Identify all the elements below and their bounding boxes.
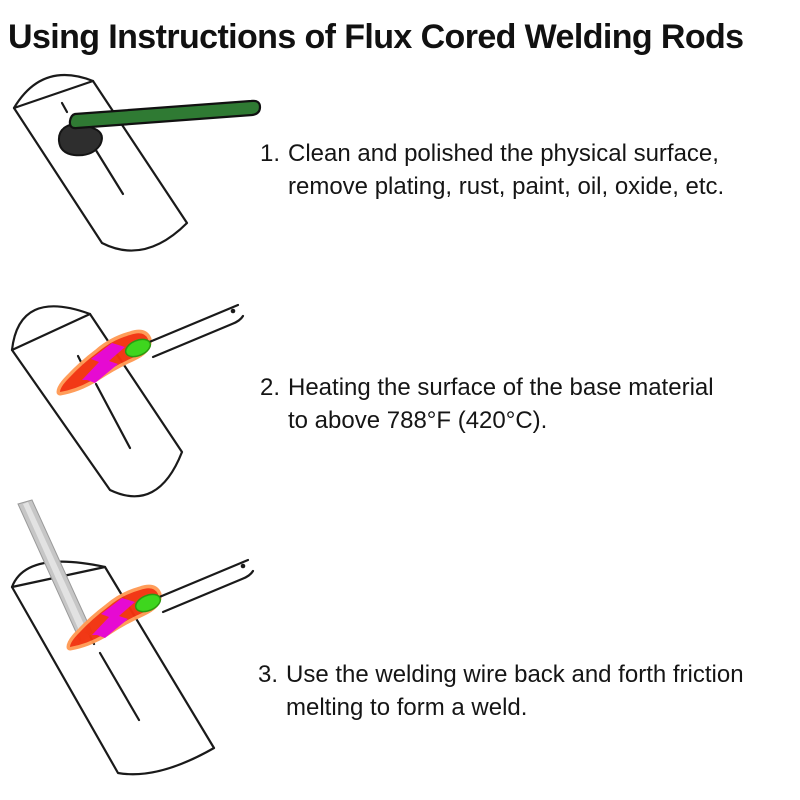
step-2-line-1: Heating the surface of the base material bbox=[288, 374, 714, 401]
step-1-line-1: Clean and polished the physical surface, bbox=[288, 140, 719, 167]
torch-tube-lower bbox=[161, 569, 255, 614]
pipe-outline bbox=[10, 305, 184, 498]
step-3-body: Use the welding wire back and forth fric… bbox=[286, 658, 798, 724]
pipe-end-chord bbox=[10, 312, 92, 352]
wire-brush-icon bbox=[57, 99, 262, 157]
illustration-step3-welding bbox=[10, 499, 255, 776]
torch-flame-icon bbox=[66, 558, 255, 651]
step-3-line-1: Use the welding wire back and forth fric… bbox=[286, 661, 744, 688]
flame-tip-green bbox=[134, 593, 162, 613]
flame-inner bbox=[82, 343, 125, 383]
step-3-line-2: melting to form a weld. bbox=[286, 694, 528, 721]
torch-tube-lower bbox=[151, 314, 245, 359]
brush-handle bbox=[68, 99, 262, 130]
pipe-end-chord bbox=[12, 79, 95, 110]
rod-highlight bbox=[23, 502, 87, 635]
step-2-text: 2. Heating the surface of the base mater… bbox=[260, 371, 800, 437]
step-1-text: 1. Clean and polished the physical surfa… bbox=[260, 137, 800, 203]
torch-tube-upper bbox=[145, 303, 240, 345]
step-3-text: 3. Use the welding wire back and forth f… bbox=[258, 658, 798, 724]
weld-seam-line bbox=[98, 651, 141, 722]
torch-tube-upper bbox=[155, 558, 250, 600]
step-1-number: 1. bbox=[260, 140, 281, 167]
pipe-half-cylinder bbox=[10, 560, 216, 776]
pipe-half-cylinder bbox=[12, 73, 189, 252]
torch-spark-dot bbox=[230, 308, 236, 314]
flame-tip-green bbox=[124, 338, 152, 358]
step-3-number: 3. bbox=[258, 661, 279, 688]
flame-inner bbox=[92, 598, 135, 638]
torch-spark-dot bbox=[240, 563, 246, 569]
step-2-number: 2. bbox=[260, 374, 281, 401]
page-title: Using Instructions of Flux Cored Welding… bbox=[8, 18, 744, 56]
step-1-line-2: remove plating, rust, paint, oil, oxide,… bbox=[288, 173, 725, 200]
weld-seam-line bbox=[94, 382, 132, 450]
weld-seam-dash bbox=[60, 101, 69, 114]
brush-head bbox=[57, 123, 103, 157]
step-2-line-2: to above 788°F (420°C). bbox=[288, 407, 548, 434]
pipe-outline bbox=[12, 73, 189, 252]
pipe-outline bbox=[10, 560, 216, 776]
illustration-step1-brush-cleaning bbox=[12, 73, 262, 252]
torch-flame-icon bbox=[56, 303, 245, 396]
pipe-half-cylinder bbox=[10, 305, 184, 498]
step-2-body: Heating the surface of the base material… bbox=[288, 371, 800, 437]
step-1-body: Clean and polished the physical surface,… bbox=[288, 137, 800, 203]
illustration-step2-heating bbox=[10, 303, 245, 498]
